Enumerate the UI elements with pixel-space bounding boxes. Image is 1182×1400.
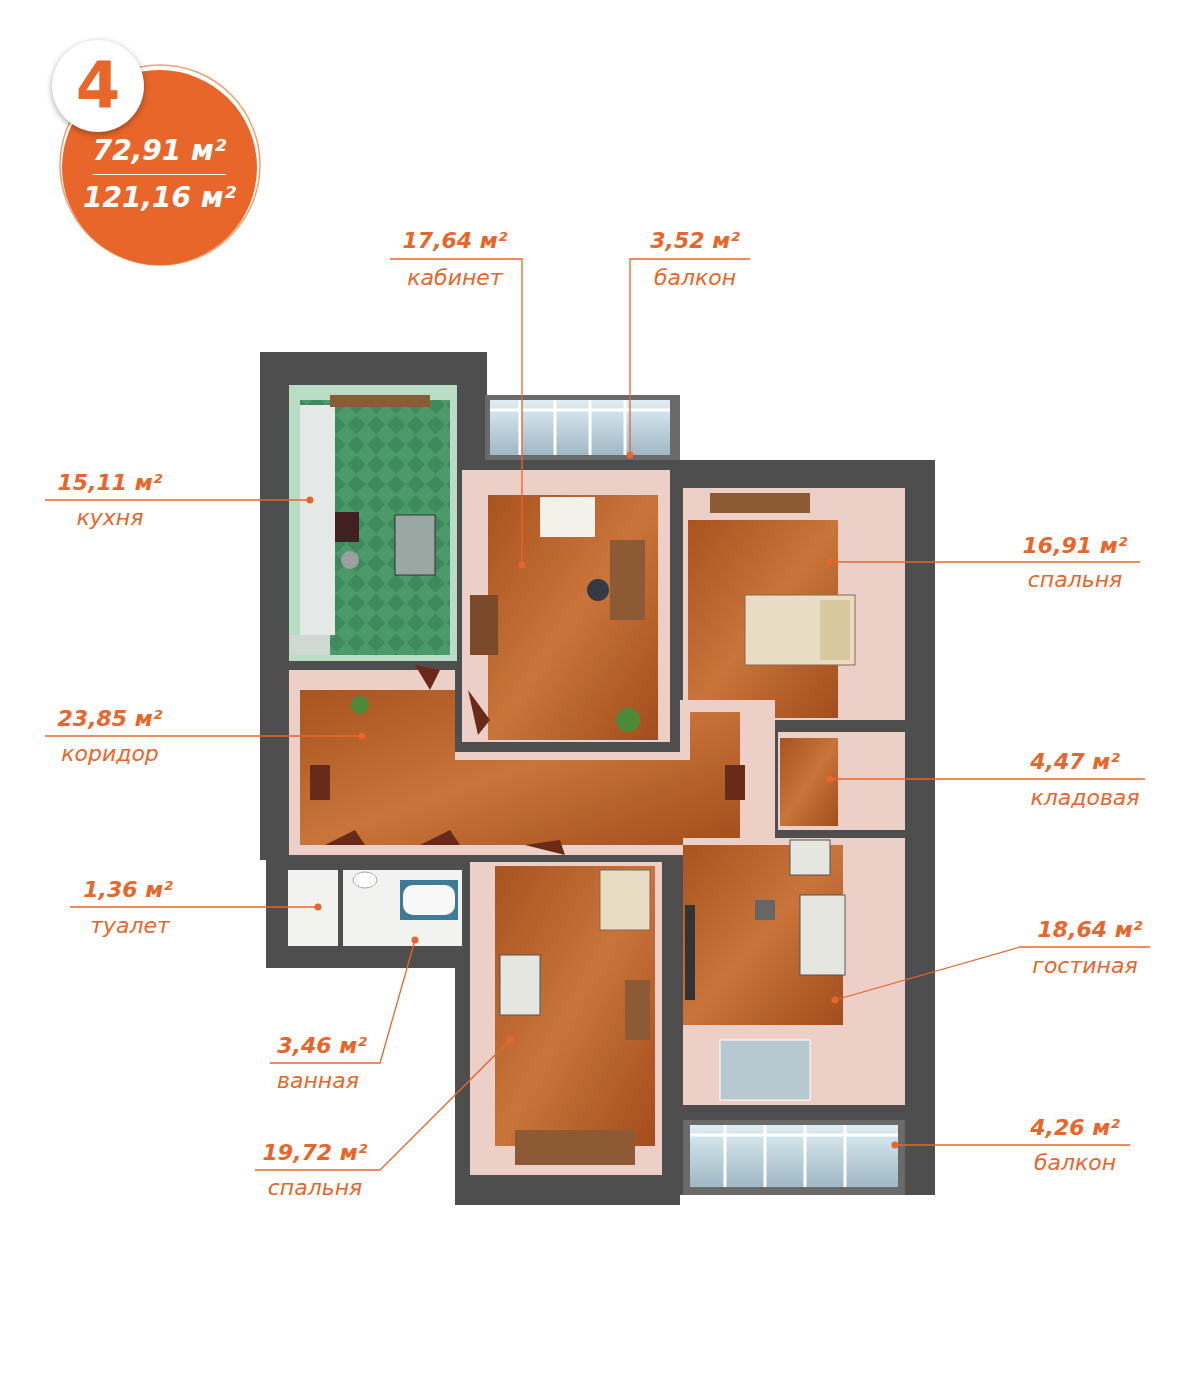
room-area: 4,26 м² xyxy=(1030,1115,1120,1141)
corridor-floor xyxy=(300,690,740,845)
balcony-top xyxy=(485,395,680,460)
room-area: 23,85 м² xyxy=(58,706,163,732)
room-name: гостиная xyxy=(1032,953,1137,979)
room-name: кухня xyxy=(77,505,144,531)
kitchen-blinds xyxy=(330,395,430,407)
kitchen-walls xyxy=(289,385,457,661)
bed xyxy=(600,870,650,930)
rooms-count: 4 xyxy=(76,54,121,118)
sink xyxy=(341,551,359,569)
room-area: 1,36 м² xyxy=(83,877,173,903)
balcony-frames xyxy=(690,1125,898,1187)
kitchen-table xyxy=(395,515,435,575)
bathtub xyxy=(403,885,455,915)
room-area: 3,52 м² xyxy=(650,228,740,254)
leader-lines xyxy=(45,259,1150,1170)
room-area: 16,91 м² xyxy=(1023,533,1128,559)
room-area: 4,47 м² xyxy=(1030,749,1120,775)
balcony-glass xyxy=(490,400,670,455)
table xyxy=(755,900,775,920)
room-area: 15,11 м² xyxy=(58,470,163,496)
apartment-rooms-badge: 4 xyxy=(52,40,144,132)
armchair xyxy=(500,955,540,1015)
pillows xyxy=(820,600,850,660)
bedroom1-walls xyxy=(683,488,905,720)
washbasin xyxy=(353,872,377,888)
kitchen-floor xyxy=(300,400,450,655)
toilet-room xyxy=(288,870,338,946)
cabinet-window xyxy=(540,497,595,537)
dresser xyxy=(625,980,650,1040)
room-area: 18,64 м² xyxy=(1038,917,1143,943)
room-name: ванная xyxy=(277,1068,359,1094)
living-area: 72,91 м² xyxy=(93,132,226,175)
cabinet-wall xyxy=(458,465,680,747)
chair xyxy=(587,579,609,601)
stove xyxy=(335,512,359,542)
bedroom2-floor xyxy=(495,866,655,1146)
room-name: балкон xyxy=(654,265,736,291)
living-walls xyxy=(683,838,905,1105)
bedroom1-blinds xyxy=(710,493,810,513)
plant xyxy=(351,696,369,714)
total-area: 121,16 м² xyxy=(83,179,236,217)
balcony-bottom xyxy=(683,1120,905,1195)
armchair xyxy=(790,840,830,875)
cabinet-floor xyxy=(488,495,658,740)
sofa xyxy=(800,895,845,975)
bedroom2-walls xyxy=(470,862,662,1175)
doors xyxy=(310,665,745,855)
balcony-glass xyxy=(690,1125,898,1187)
cabinet-shelf xyxy=(470,595,498,655)
storage-floor xyxy=(780,738,838,826)
room-area: 3,46 м² xyxy=(277,1033,367,1059)
plant xyxy=(616,708,640,732)
room-name: кладовая xyxy=(1030,785,1139,811)
desk xyxy=(610,540,645,620)
living-window xyxy=(720,1040,810,1100)
tv xyxy=(685,905,695,1000)
room-name: балкон xyxy=(1034,1150,1116,1176)
room-area: 19,72 м² xyxy=(263,1140,368,1166)
balcony-frames xyxy=(490,400,670,455)
room-name: спальня xyxy=(1028,567,1123,593)
room-area: 17,64 м² xyxy=(403,228,508,254)
room-name: кабинет xyxy=(407,265,502,291)
kitchen-shelf xyxy=(290,635,330,655)
room-name: коридор xyxy=(61,741,159,767)
room-name: спальня xyxy=(268,1175,363,1201)
bath-room xyxy=(343,870,462,946)
corridor-walls xyxy=(289,670,775,855)
room-name: туалет xyxy=(90,913,170,939)
bed xyxy=(745,595,855,665)
storage-walls xyxy=(778,732,905,830)
kitchen-counter xyxy=(300,405,335,635)
bath-tile xyxy=(400,880,458,920)
cabinet-walls xyxy=(462,470,670,742)
leader-dots xyxy=(307,452,899,1149)
curtain xyxy=(515,1130,635,1165)
